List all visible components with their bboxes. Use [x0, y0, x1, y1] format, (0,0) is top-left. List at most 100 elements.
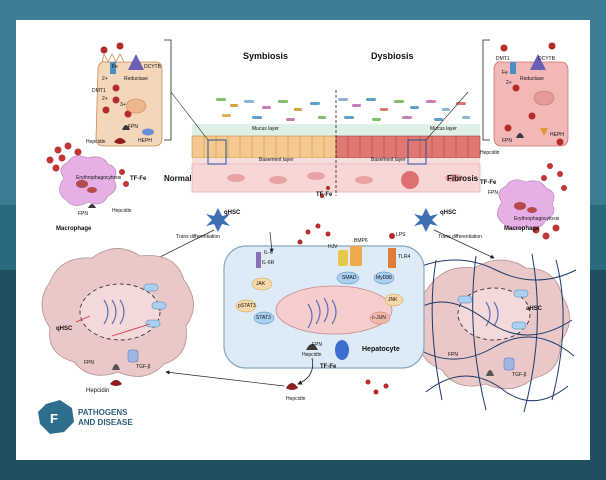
dysbiosis-heading: Dysbiosis [371, 51, 414, 61]
diagram-panel: Symbiosis Dysbiosis Normal Fibrosis Mucu… [16, 20, 590, 460]
qhsc-label-top-right: qHSC [440, 210, 457, 216]
iron-dot [112, 96, 120, 104]
trans-diff-label-right: Trans differentiation [438, 234, 482, 240]
dcytb-label-left: DCYTB [144, 64, 161, 70]
hepcidin-label-membrane: Hepcidin [302, 352, 322, 358]
hepcidin-label-qhsc: Hepcidin [86, 388, 110, 394]
smad-box [513, 289, 529, 298]
dcytb-protein-left [128, 54, 144, 70]
fpn-label-qhsc: FPN [84, 360, 94, 366]
dna-helix-right [485, 301, 499, 327]
iron-dot [528, 112, 536, 120]
smad-box [457, 295, 473, 304]
rbc [87, 187, 97, 193]
tf-fe-label-macrophage-left: TF-Fe [130, 176, 147, 182]
hepcidin-label-secreted: Hepcidin [286, 396, 306, 402]
qhsc-label-top-left: qHSC [224, 210, 241, 216]
fpn-channel-left [122, 125, 130, 130]
logo-line1: PATHOGENS [78, 408, 128, 417]
fe3-label-left: 3+ [120, 102, 126, 108]
hjv-protein [338, 250, 348, 266]
rbc [445, 174, 463, 182]
rbc [227, 174, 245, 182]
fe2-label-a: 2+ [102, 76, 108, 82]
pstat3-node [235, 299, 257, 313]
bmp6-label: BMP6 [354, 238, 368, 244]
logo-letter: F [50, 411, 58, 426]
dmt1-protein-right [510, 62, 516, 74]
hepatocyte-nucleus [275, 285, 393, 335]
fpn-label-macrophage-right: FPN [488, 190, 498, 196]
jnk-node [384, 293, 404, 307]
enterocyte-nucleus [125, 98, 147, 114]
dcytb-label-right: DCYTB [538, 56, 555, 62]
enterocyte-brush-border [101, 52, 125, 63]
il6-label: IL-6 [264, 250, 273, 256]
symbiosis-heading: Symbiosis [243, 51, 289, 61]
rbc-cluster-right [532, 163, 567, 240]
fpn-label-ahsc: FPN [448, 352, 458, 358]
dmt1-label-right: DMT1 [496, 56, 510, 62]
basement-label-left: Basement layer [259, 157, 294, 163]
villi-normal [191, 135, 337, 159]
macrophage-title-right: Macrophage [504, 226, 540, 232]
fpn-channel-macrophage-left [88, 204, 96, 208]
bracket-left [164, 39, 172, 141]
smad-box [511, 321, 527, 330]
dmt1-protein-left [110, 62, 116, 74]
tf-fe-label-macrophage-right: TF-Fe [480, 180, 497, 186]
tlr4-label: TLR4 [398, 254, 411, 260]
bmp6-receptor [350, 246, 362, 266]
dcytb-protein-right [530, 54, 546, 70]
fibrosis-label: Fibrosis [447, 174, 479, 183]
fpn-channel-ahsc [486, 370, 494, 376]
lps-label: LPS [396, 232, 406, 238]
highlight-box-right [407, 139, 427, 165]
fe-label-left: Fe [112, 64, 118, 70]
fpn-label-hepatocyte: FPN [312, 342, 322, 348]
fpn-label-left: FPN [128, 124, 138, 130]
jnk-label: JNK [388, 297, 398, 303]
heph-label-right: HEPH [550, 132, 564, 138]
rbc [307, 172, 325, 180]
highlight-box-left [207, 139, 227, 165]
tgfb-receptor-right [503, 357, 515, 371]
tf-fe-label-hepatocyte: TF-Fe [320, 364, 337, 370]
logo-line2: AND DISEASE [78, 418, 133, 427]
zoom-line-left [170, 91, 209, 141]
fpn-label-right: FPN [502, 138, 512, 144]
fe2-label-b: 2+ [102, 96, 108, 102]
rbc [76, 180, 88, 188]
hepcidin-label-enterocyte-left: Hepcidin [86, 139, 106, 145]
mucus-label-right: Mucus layer [430, 126, 457, 132]
hepcidin-secretion-arrow [297, 357, 314, 385]
heph-protein-left [142, 128, 154, 136]
trans-diff-arrow-right [433, 229, 495, 259]
inhibition-line [111, 323, 151, 337]
cjun-label: c-JUN [372, 315, 386, 321]
fpn-channel-qhsc [112, 364, 120, 370]
rbc-cluster-left [46, 142, 129, 187]
basement-label-right: Basement layer [371, 157, 406, 163]
enterocyte-nucleus [533, 90, 555, 106]
jak-node [251, 277, 273, 291]
lps-molecule [389, 233, 395, 239]
iron-dot [556, 138, 564, 146]
smad-box [145, 319, 161, 328]
tf-fe-receptor [335, 340, 349, 360]
fe-entry-arrow [269, 231, 274, 253]
iron-dot [100, 46, 108, 54]
smad-node [336, 271, 360, 285]
fe-label-right: Fe [502, 70, 508, 76]
rbc [514, 202, 526, 210]
qhsc-small-icon-left [206, 208, 230, 232]
qhsc-small-icon-right [414, 208, 438, 232]
hepcidin-molecule [286, 383, 298, 390]
tgfb-label-ahsc: TGF-β [512, 372, 527, 378]
inflammatory-cell [401, 171, 419, 189]
jak-label: JAK [256, 281, 266, 287]
bracket-right [482, 39, 490, 141]
rbc [527, 207, 537, 213]
dna-helix-hepatocyte [307, 297, 337, 329]
enterocyte-right [493, 61, 569, 147]
